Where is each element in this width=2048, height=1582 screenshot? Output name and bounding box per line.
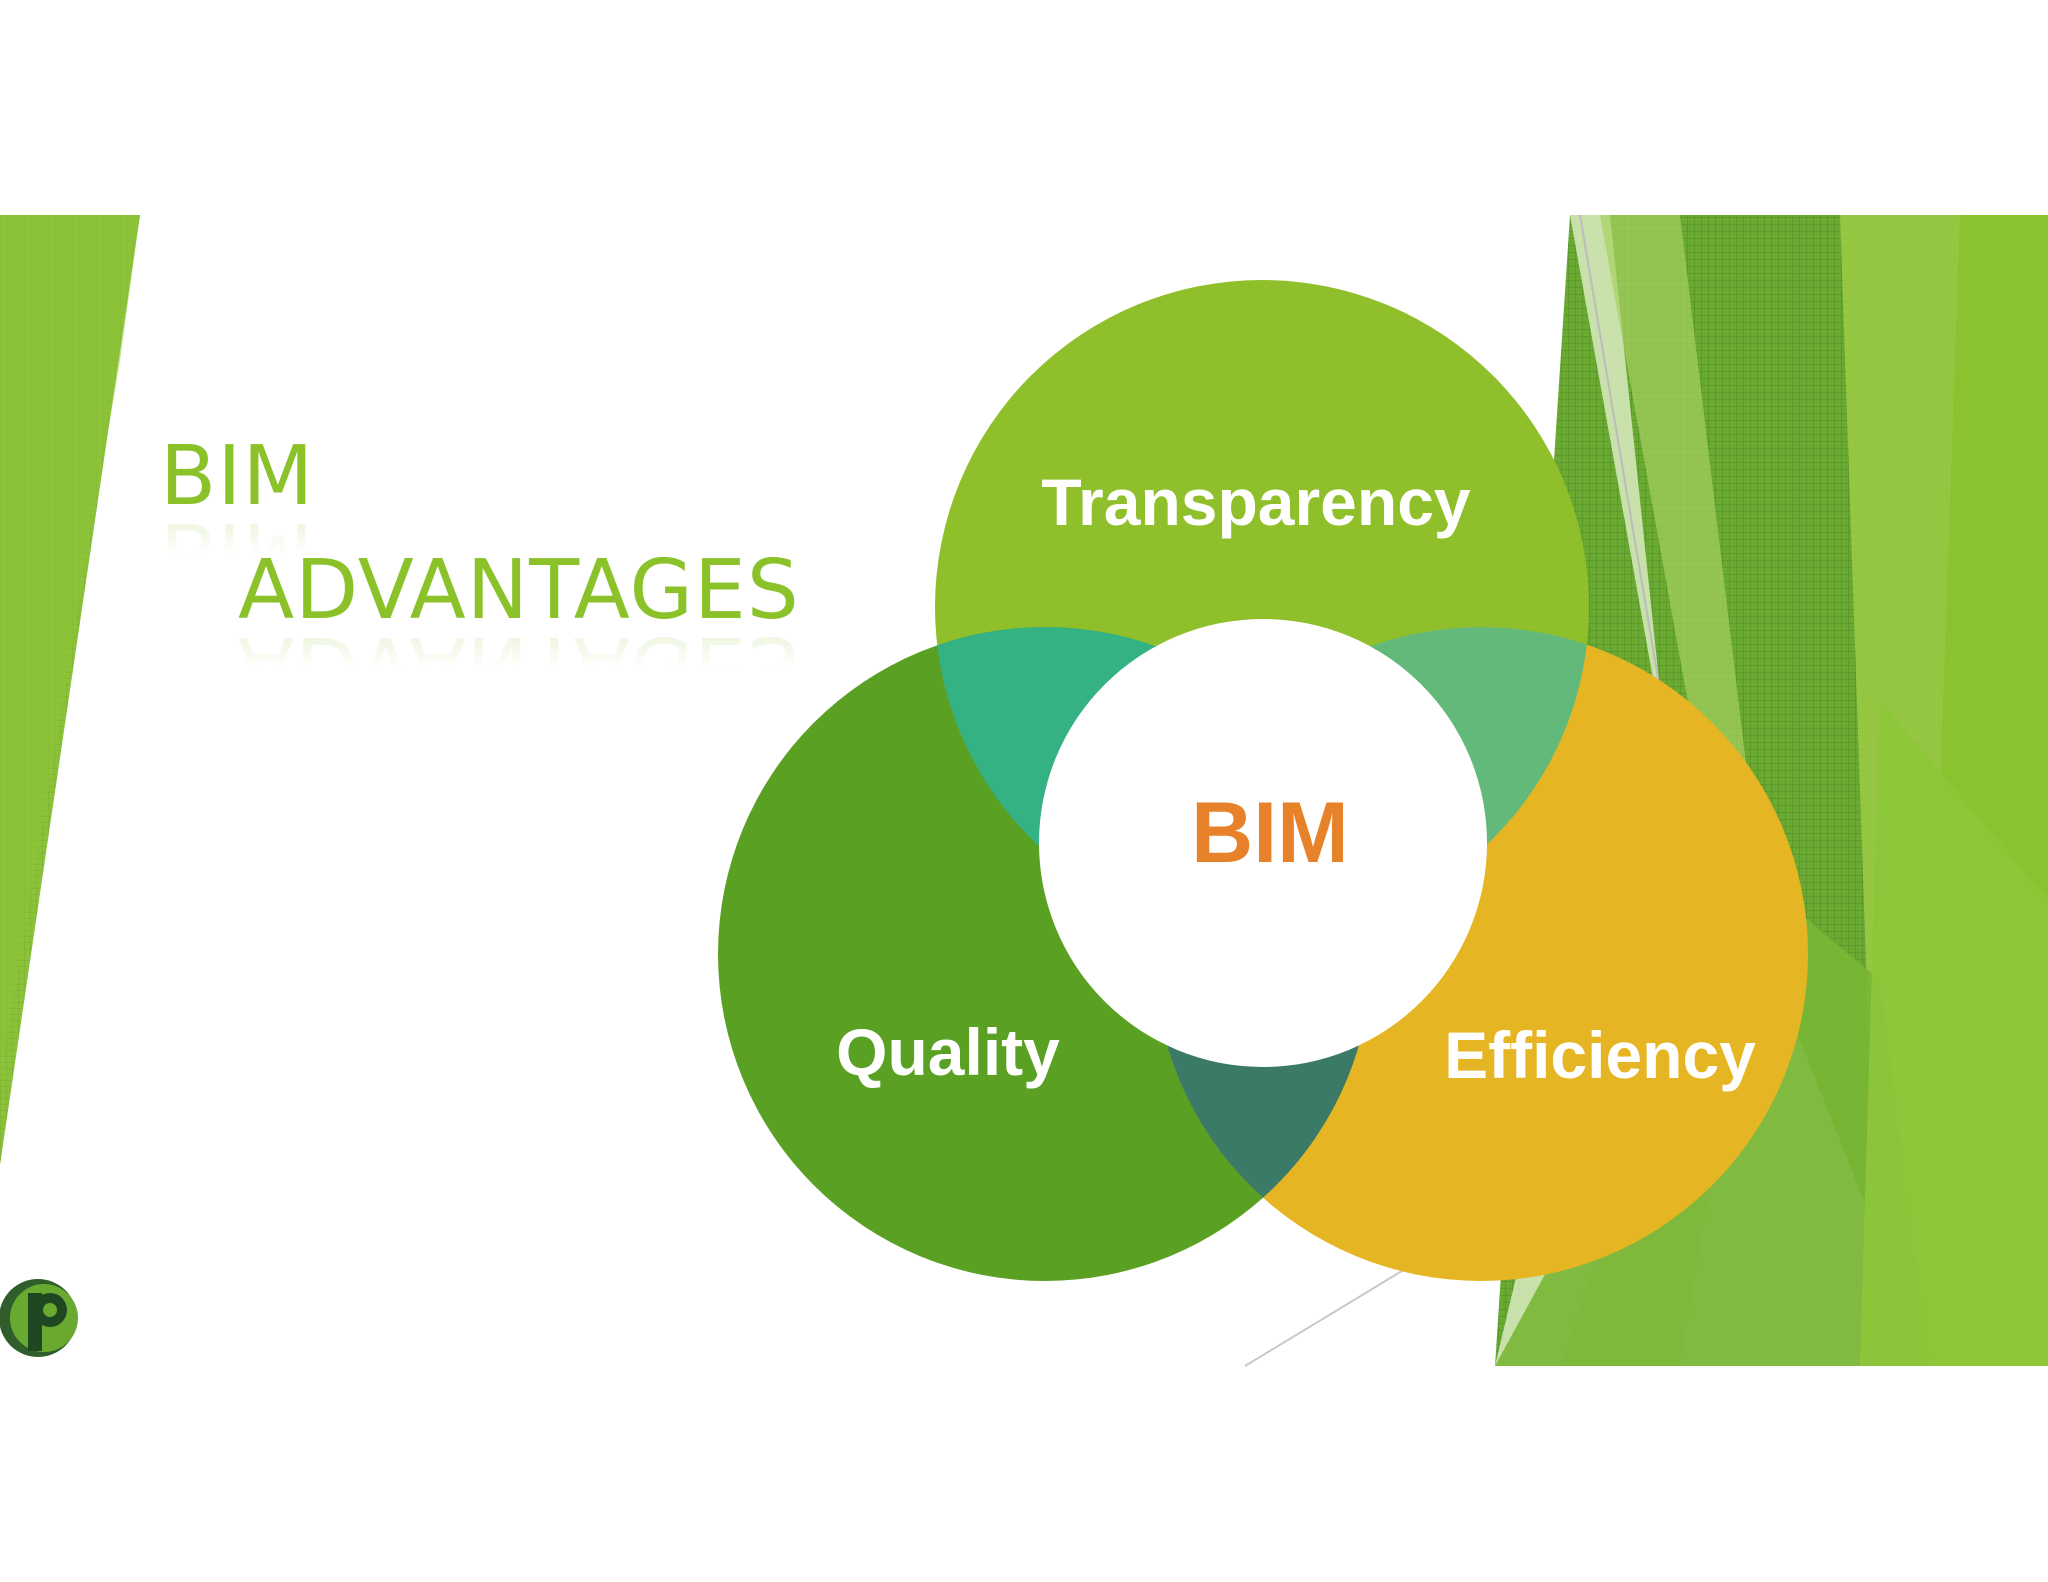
label-efficiency: Efficiency — [1444, 1018, 1756, 1092]
label-quality: Quality — [836, 1015, 1060, 1089]
label-center-bim: BIM — [1191, 785, 1349, 881]
p-logo-icon — [0, 1279, 78, 1357]
slide-title-line1: BIM — [160, 436, 314, 518]
slide-title-line2: ADVANTAGES — [238, 550, 800, 632]
left-decor-band — [0, 215, 140, 1165]
label-transparency: Transparency — [1041, 465, 1471, 539]
